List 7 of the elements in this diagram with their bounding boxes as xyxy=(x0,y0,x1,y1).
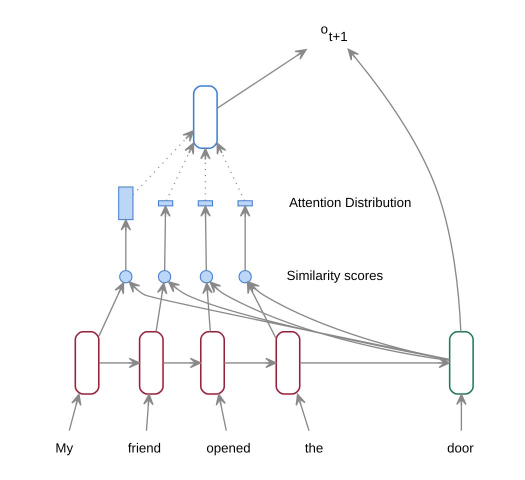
label: Similarity scores xyxy=(286,268,383,284)
node-text: My xyxy=(54,440,73,456)
label: Attention Distribution xyxy=(288,194,411,210)
node-text: friend xyxy=(127,440,161,456)
node-text: opened xyxy=(206,440,250,456)
node-text: the xyxy=(304,440,323,456)
node-text: door xyxy=(446,440,474,456)
